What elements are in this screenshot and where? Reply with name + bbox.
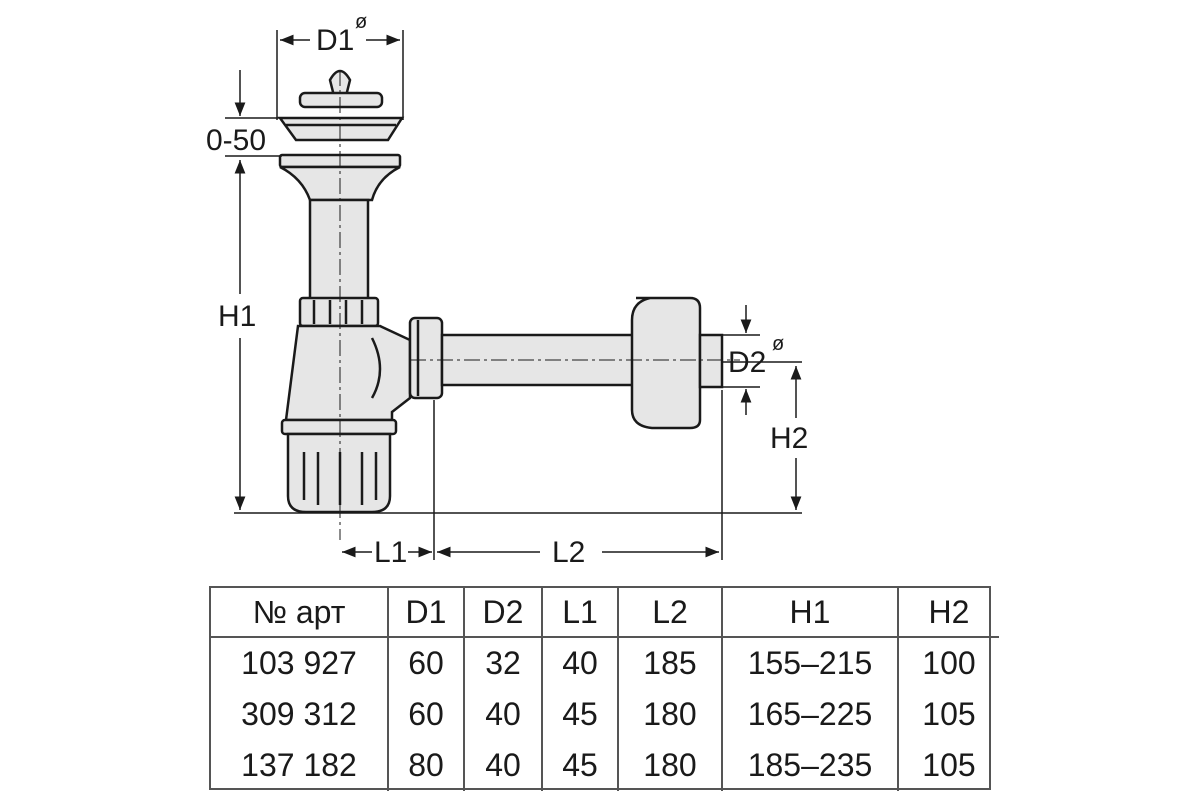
label-d2-diameter: ø bbox=[772, 333, 784, 355]
cell-d2: 32 bbox=[463, 637, 542, 689]
stopper-cap bbox=[298, 91, 384, 109]
cell-d1: 80 bbox=[387, 740, 464, 791]
header-l1: L1 bbox=[541, 588, 618, 638]
cell-d2: 40 bbox=[463, 740, 542, 791]
label-h1: H1 bbox=[218, 300, 256, 333]
label-h2: H2 bbox=[770, 422, 808, 455]
label-l1: L1 bbox=[374, 536, 407, 569]
label-d2: D2 bbox=[728, 346, 766, 379]
header-h2: H2 bbox=[897, 588, 999, 638]
header-l2: L2 bbox=[617, 588, 722, 638]
siphon-drawing bbox=[277, 69, 724, 514]
table-row: 103 927 60 32 40 185 155–215 100 bbox=[211, 637, 999, 689]
bottle-body bbox=[284, 324, 412, 422]
table-row: 309 312 60 40 45 180 165–225 105 bbox=[211, 689, 999, 740]
cell-h1: 155–215 bbox=[721, 637, 898, 689]
wall-outlet bbox=[698, 333, 724, 389]
header-d2: D2 bbox=[463, 588, 542, 638]
cell-h2: 105 bbox=[897, 689, 999, 740]
cell-h2: 100 bbox=[897, 637, 999, 689]
cell-d2: 40 bbox=[463, 689, 542, 740]
label-l2: L2 bbox=[552, 536, 585, 569]
cell-l2: 180 bbox=[617, 740, 722, 791]
label-d1-diameter: ø bbox=[355, 11, 367, 33]
label-d1: D1 bbox=[316, 24, 354, 57]
cell-l1: 40 bbox=[541, 637, 618, 689]
wall-fitting bbox=[630, 296, 702, 430]
header-d1: D1 bbox=[387, 588, 464, 638]
table-header-row: № арт D1 D2 L1 L2 H1 H2 bbox=[211, 588, 999, 638]
cell-h1: 165–225 bbox=[721, 689, 898, 740]
strainer bbox=[277, 116, 405, 142]
siphon-diagram: D1 ø 0-50 H1 D2 ø H2 L1 L2 bbox=[206, 11, 808, 569]
label-adjust: 0-50 bbox=[206, 124, 266, 157]
cell-l1: 45 bbox=[541, 689, 618, 740]
cell-h2: 105 bbox=[897, 740, 999, 791]
cell-d1: 60 bbox=[387, 689, 464, 740]
cell-h1: 185–235 bbox=[721, 740, 898, 791]
cell-article: 309 312 bbox=[241, 696, 357, 732]
cell-d1: 60 bbox=[387, 637, 464, 689]
cell-article: 137 182 bbox=[241, 747, 357, 783]
cell-l2: 185 bbox=[617, 637, 722, 689]
bottle-ring bbox=[280, 418, 398, 436]
cell-l2: 180 bbox=[617, 689, 722, 740]
cell-article: 103 927 bbox=[241, 645, 357, 681]
table-row: 137 182 80 40 45 180 185–235 105 bbox=[211, 740, 999, 791]
header-article: № арт bbox=[211, 588, 388, 638]
union-nut bbox=[298, 296, 380, 328]
outlet-nut bbox=[408, 316, 444, 400]
cell-l1: 45 bbox=[541, 740, 618, 791]
tail-pipe bbox=[308, 198, 370, 302]
specifications-table: № арт D1 D2 L1 L2 H1 H2 103 927 60 32 40… bbox=[211, 588, 999, 791]
header-h1: H1 bbox=[721, 588, 898, 638]
